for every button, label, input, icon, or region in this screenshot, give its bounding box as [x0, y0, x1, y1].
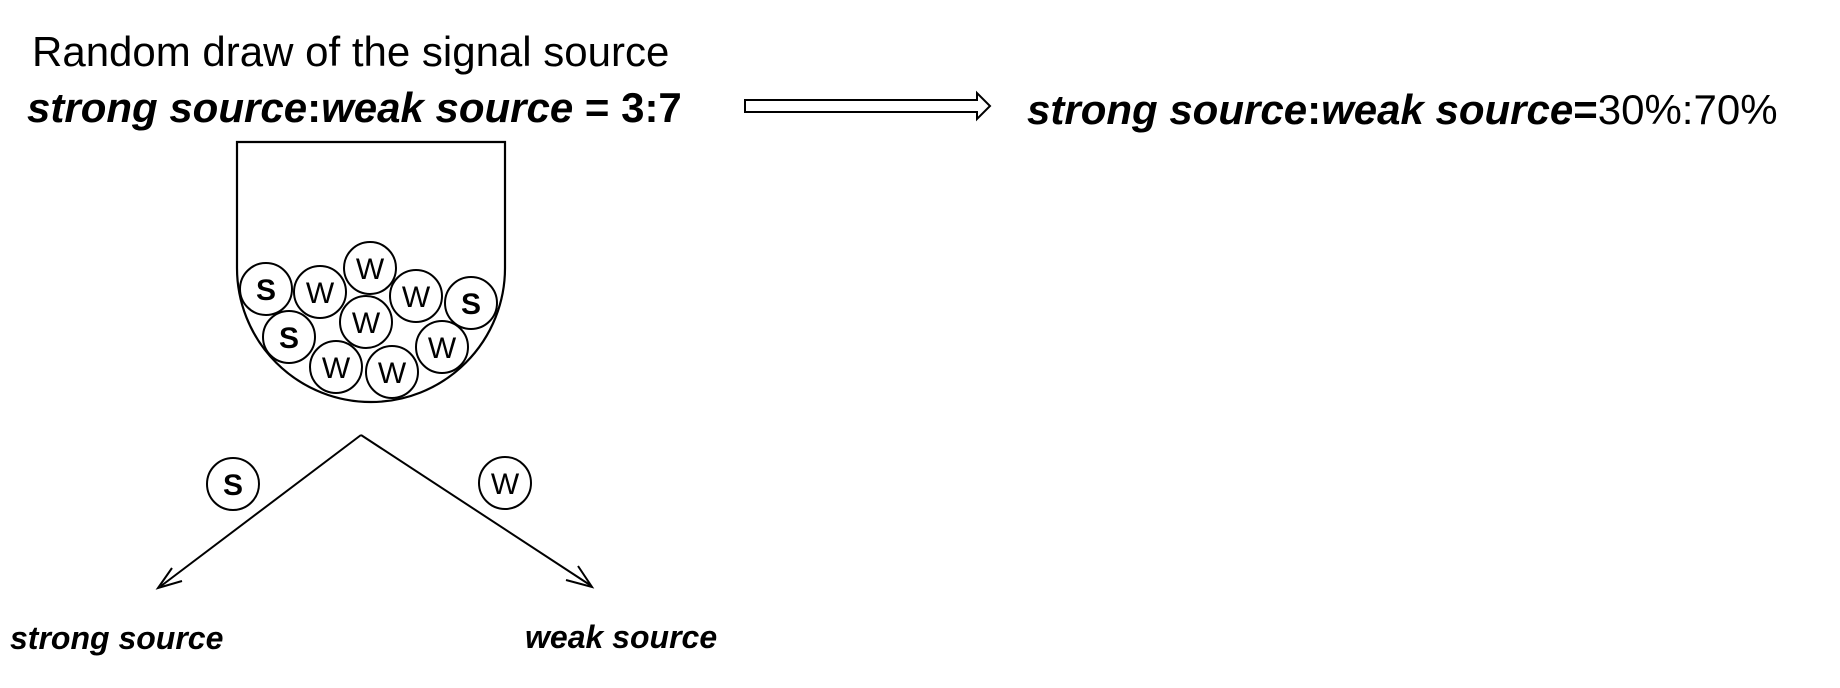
diagram-title: Random draw of the signal source [32, 28, 670, 75]
strong-ball: S [239, 262, 293, 316]
weak-ball-label: W [306, 277, 335, 310]
branch-line-left [160, 434, 362, 587]
urn-container [235, 140, 507, 404]
weak-ball-circle [293, 265, 347, 319]
drawn-weak-ball-label: W [491, 468, 520, 501]
drawn-strong-ball-label: S [223, 469, 243, 502]
strong-ball-circle [262, 310, 316, 364]
ratio-weak-term: weak source [321, 84, 574, 131]
probability-strong-term: strong source [1027, 86, 1308, 133]
drawn-strong-ball-circle [206, 457, 260, 511]
probability-equals: = [1573, 86, 1598, 133]
weak-ball: W [309, 340, 363, 394]
probability-value: 30%:70% [1597, 86, 1778, 133]
strong-ball-circle [444, 276, 498, 330]
strong-ball-label: S [279, 322, 299, 355]
weak-ball-circle [415, 320, 469, 374]
weak-ball-circle [309, 340, 363, 394]
weak-ball-label: W [402, 281, 431, 314]
weak-ball: W [343, 241, 397, 295]
ratio-value: = 3:7 [573, 84, 682, 131]
drawn-strong-ball: S [206, 457, 260, 511]
strong-ball: S [444, 276, 498, 330]
strong-ball-label: S [461, 288, 481, 321]
weak-ball: W [365, 345, 419, 399]
weak-ball-circle [339, 295, 393, 349]
arrowhead-left-icon [155, 567, 183, 590]
weak-ball-label: W [378, 357, 407, 390]
weak-ball: W [389, 269, 443, 323]
weak-ball: W [293, 265, 347, 319]
strong-ball-circle [239, 262, 293, 316]
weak-ball: W [339, 295, 393, 349]
weak-ball-label: W [428, 332, 457, 365]
outcome-weak-source: weak source [525, 619, 718, 655]
drawn-weak-ball-circle [478, 456, 532, 510]
strong-ball-label: S [256, 274, 276, 307]
branch-line-right [360, 434, 591, 586]
ratio-strong-term: strong source [27, 84, 308, 131]
strong-ball: S [262, 310, 316, 364]
weak-ball: W [415, 320, 469, 374]
outcome-strong-source: strong source [10, 620, 224, 656]
weak-ball-circle [365, 345, 419, 399]
ratio-statement: strong source:weak source = 3:7 [27, 84, 682, 132]
weak-ball-label: W [322, 352, 351, 385]
ratio-colon: : [307, 84, 322, 131]
probability-weak-term: weak source [1321, 86, 1574, 133]
drawn-weak-ball: W [478, 456, 532, 510]
implication-arrow-icon [744, 90, 992, 122]
probability-statement: strong source:weak source=30%:70% [1027, 86, 1778, 134]
weak-ball-label: W [356, 253, 385, 286]
weak-ball-circle [343, 241, 397, 295]
arrowhead-right-icon [565, 565, 595, 589]
probability-colon: : [1307, 86, 1322, 133]
weak-ball-circle [389, 269, 443, 323]
weak-ball-label: W [352, 307, 381, 340]
